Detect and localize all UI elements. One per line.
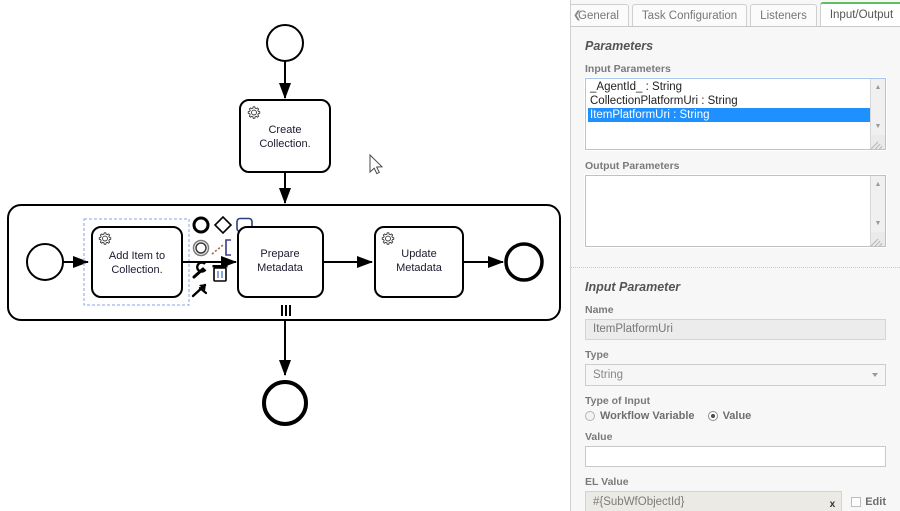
resize-grip[interactable]	[871, 135, 885, 149]
parameters-title: Parameters	[585, 39, 654, 53]
task-label: Metadata	[257, 262, 304, 274]
append-end-event-icon[interactable]	[192, 216, 210, 234]
value-label: Value	[585, 431, 613, 443]
properties-panel: ❮ General Task Configuration Listeners I…	[570, 0, 900, 511]
mouse-pointer-icon	[369, 153, 384, 175]
output-parameters-listbox[interactable]: ▲ ▼	[584, 174, 887, 248]
scroll-down-icon[interactable]: ▼	[874, 123, 882, 130]
edit-label: Edit	[865, 496, 886, 508]
end-event-bottom[interactable]	[262, 380, 308, 426]
task-label: Add Item to	[109, 250, 165, 262]
name-field[interactable]: ItemPlatformUri	[585, 319, 886, 340]
parallel-multi-instance-marker-icon	[281, 305, 291, 316]
tab-label: Listeners	[760, 9, 807, 22]
tab-task-configuration[interactable]: Task Configuration	[631, 4, 748, 26]
task-label: Create	[268, 124, 301, 136]
connect-arrow-icon[interactable]	[191, 283, 208, 298]
properties-tab-bar[interactable]: ❮ General Task Configuration Listeners I…	[571, 0, 900, 27]
type-select-value: String	[593, 369, 624, 381]
section-divider	[571, 267, 900, 268]
list-item[interactable]: CollectionPlatformUri : String	[590, 95, 738, 107]
task-label: Collection.	[111, 264, 162, 276]
service-gear-icon	[247, 106, 261, 119]
tab-general[interactable]: General	[571, 4, 629, 26]
tab-label: General	[578, 9, 619, 22]
append-text-annotation-icon[interactable]	[211, 239, 231, 256]
scroll-up-icon[interactable]: ▲	[874, 181, 882, 188]
tab-input-output[interactable]: Input/Output	[819, 2, 900, 26]
resize-grip[interactable]	[871, 232, 885, 246]
type-of-input-radio-group[interactable]: Workflow Variable Value	[585, 410, 886, 422]
start-event-top[interactable]	[266, 24, 304, 62]
el-value-text: #{SubWfObjectId}	[593, 496, 685, 508]
bpmn-canvas[interactable]: Create Collection.	[0, 0, 570, 511]
input-parameter-title: Input Parameter	[585, 280, 681, 294]
radio-workflow-variable-label: Workflow Variable	[600, 410, 695, 422]
scroll-down-icon[interactable]: ▼	[874, 220, 882, 227]
type-label: Type	[585, 349, 609, 361]
start-event-inner[interactable]	[26, 243, 64, 281]
service-gear-icon	[381, 232, 395, 245]
el-value-field[interactable]: #{SubWfObjectId} x	[585, 491, 843, 511]
task-label: Prepare	[260, 248, 299, 260]
properties-panel-body: Parameters Input Parameters _AgentId_ : …	[571, 27, 900, 511]
value-field[interactable]	[585, 446, 886, 467]
end-event-inner[interactable]	[504, 242, 544, 282]
el-value-row: #{SubWfObjectId} x Edit	[585, 491, 886, 511]
output-parameters-label: Output Parameters	[585, 160, 680, 172]
list-item[interactable]: _AgentId_ : String	[590, 81, 683, 93]
task-label: Collection.	[259, 138, 310, 150]
tab-label: Input/Output	[829, 9, 894, 21]
append-gateway-icon[interactable]	[213, 215, 233, 235]
type-select[interactable]: String	[585, 364, 886, 386]
list-item[interactable]: ItemPlatformUri : String	[588, 108, 870, 122]
input-parameters-listbox[interactable]: _AgentId_ : String CollectionPlatformUri…	[584, 77, 887, 151]
chevron-down-icon	[872, 373, 878, 377]
task-label: Update	[401, 248, 436, 260]
el-value-label: EL Value	[585, 476, 629, 488]
task-prepare-metadata[interactable]: Prepare Metadata	[237, 226, 324, 298]
task-add-item-to-collection[interactable]: Add Item to Collection.	[91, 226, 183, 298]
radio-workflow-variable[interactable]	[585, 411, 595, 421]
chevron-left-icon[interactable]: ❮	[573, 10, 582, 21]
type-of-input-label: Type of Input	[585, 395, 651, 407]
radio-value[interactable]	[707, 411, 718, 421]
input-parameter-section: Input Parameter Name ItemPlatformUri Typ…	[571, 268, 900, 511]
tab-label: Task Configuration	[641, 9, 738, 22]
input-parameters-scrollbar[interactable]: ▲ ▼	[870, 79, 885, 149]
clear-icon[interactable]: x	[829, 499, 836, 510]
task-label: Metadata	[396, 262, 443, 274]
radio-value-label: Value	[722, 410, 752, 422]
service-gear-icon	[98, 232, 112, 245]
name-label: Name	[585, 304, 614, 316]
change-type-wrench-icon[interactable]	[192, 261, 207, 279]
task-create-collection[interactable]: Create Collection.	[239, 99, 331, 173]
parameters-section: Parameters Input Parameters _AgentId_ : …	[571, 27, 900, 267]
tab-listeners[interactable]: Listeners	[750, 4, 817, 26]
output-parameters-scrollbar[interactable]: ▲ ▼	[870, 176, 885, 246]
append-intermediate-event-icon[interactable]	[192, 239, 210, 257]
task-update-metadata[interactable]: Update Metadata	[374, 226, 464, 298]
edit-checkbox[interactable]	[851, 497, 862, 507]
scroll-up-icon[interactable]: ▲	[874, 84, 882, 91]
delete-trash-icon[interactable]	[212, 265, 228, 282]
input-parameters-label: Input Parameters	[585, 63, 671, 75]
